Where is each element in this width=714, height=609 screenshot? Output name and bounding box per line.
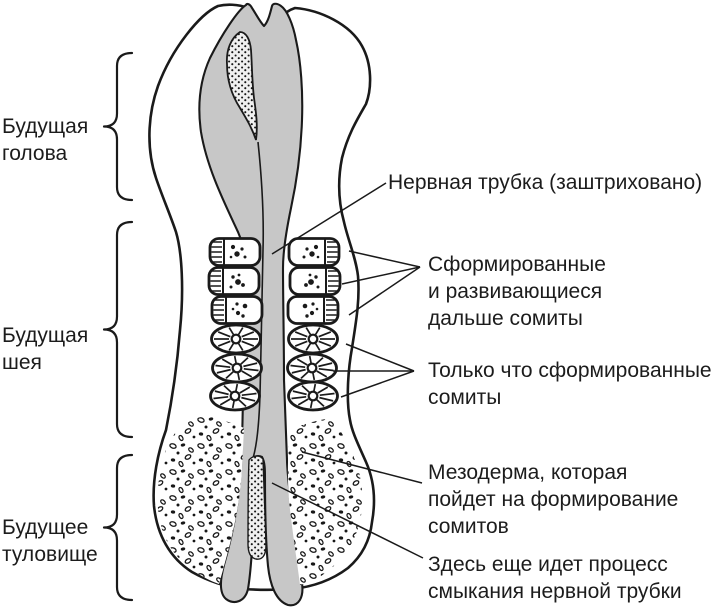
label-line: Будущая [2, 115, 89, 138]
label-line: сомитов [428, 515, 509, 538]
label-line: Сформированные [428, 253, 606, 276]
somite-formed [207, 266, 261, 296]
label-neural-tube: Нервная трубка (заштриховано) [388, 169, 702, 196]
label-line: Только что сформированные [428, 359, 712, 382]
somite-formed [288, 266, 342, 296]
somite-formed [210, 295, 264, 325]
somite-new [286, 352, 338, 384]
leader-new-somite-1 [345, 343, 415, 372]
label-line: Нервная трубка (заштриховано) [388, 171, 703, 194]
braces [102, 51, 134, 602]
somite-new [209, 380, 261, 412]
leader-tube-closing [271, 482, 424, 559]
somite-new [210, 323, 262, 355]
label-formed-somites: Сформированные и развивающиеся дальше со… [428, 251, 606, 332]
brace-head [102, 51, 134, 202]
label-line: Мезодерма, которая [428, 461, 628, 484]
leader-formed-somite-3 [348, 266, 421, 316]
mesoderm-right-speckles [287, 418, 363, 585]
leader-new-somite-3 [340, 370, 415, 398]
leader-mesoderm [301, 451, 423, 484]
somite-formed [208, 237, 262, 267]
leader-lines [271, 182, 424, 559]
somites-left-column [207, 237, 264, 412]
label-line: голова [2, 142, 68, 165]
label-line: Будущая [2, 324, 89, 347]
label-future-trunk: Будущее туловище [2, 514, 98, 568]
somite-formed [287, 237, 341, 267]
label-line: Здесь еще идет процесс [428, 553, 668, 576]
somite-new [287, 323, 339, 355]
somites-right-column [286, 237, 342, 412]
label-line: смыкания нервной трубки [428, 580, 682, 603]
label-line: Будущее [2, 516, 89, 539]
label-future-head: Будущая голова [2, 113, 88, 167]
label-line: пойдет на формирование [428, 488, 679, 511]
somite-formed [286, 295, 340, 325]
leader-neural-tube [271, 182, 387, 255]
neural-closing-stipple-strip [247, 455, 267, 560]
leader-formed-somite-2 [341, 266, 421, 285]
label-future-neck: Будущая шея [2, 322, 88, 376]
label-line: и развивающиеся [428, 280, 603, 303]
somite-new [287, 380, 339, 412]
label-line: шея [2, 351, 42, 374]
label-new-somites: Только что сформированные сомиты [428, 357, 712, 411]
mesoderm-left-speckles [157, 416, 244, 584]
label-mesoderm: Мезодерма, которая пойдет на формировани… [428, 459, 678, 540]
label-tube-closing: Здесь еще идет процесс смыкания нервной … [428, 551, 682, 605]
neural-tube-open-top-stipple [226, 31, 258, 141]
brace-trunk [102, 453, 134, 602]
brace-neck [102, 220, 134, 439]
label-line: дальше сомиты [428, 307, 583, 330]
label-line: сомиты [428, 386, 502, 409]
leader-formed-somite-1 [348, 250, 421, 268]
label-line: туловище [2, 543, 98, 566]
somite-new [211, 352, 263, 384]
